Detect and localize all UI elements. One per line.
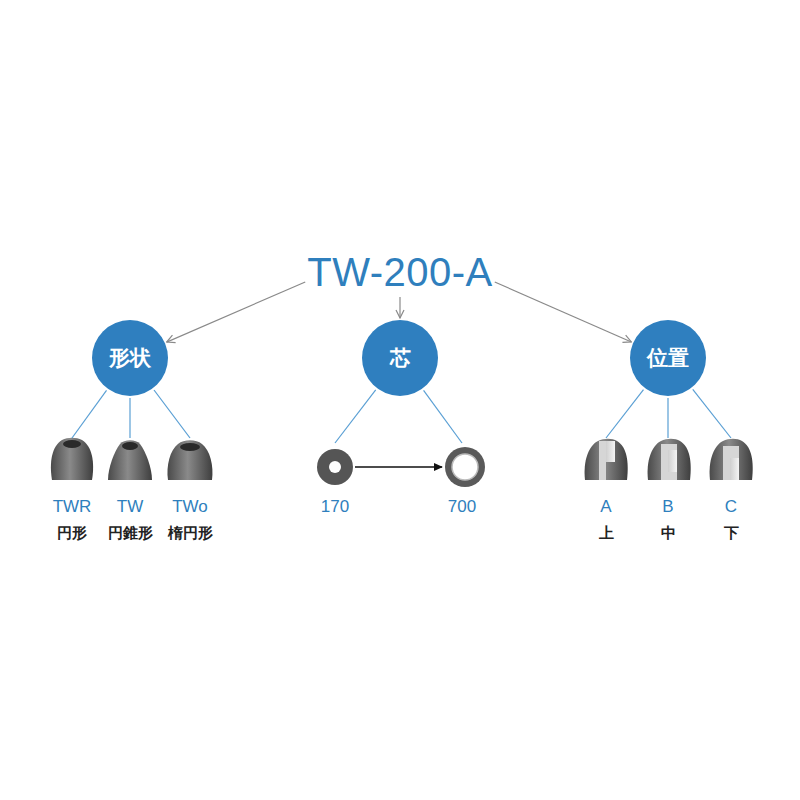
option-label: B中 bbox=[648, 438, 688, 544]
option-label: A上 bbox=[586, 438, 626, 544]
option-code: 芯 bbox=[390, 344, 411, 372]
option-name: 中 bbox=[648, 522, 688, 544]
eartip-cutaway-middle bbox=[648, 439, 691, 480]
branch-line bbox=[667, 398, 668, 438]
arrow-connector bbox=[399, 297, 400, 318]
arrow-connector bbox=[495, 282, 632, 342]
option-label: TW 円錐形 bbox=[108, 438, 153, 544]
option-label: 700 bbox=[442, 443, 482, 518]
option-code: TWo bbox=[168, 496, 213, 518]
option-name: 円錐形 bbox=[108, 522, 153, 544]
option-code: TWR bbox=[52, 496, 92, 518]
eartip-cone bbox=[108, 440, 152, 480]
eartip-oval bbox=[167, 440, 212, 480]
option-code: TW bbox=[108, 496, 153, 518]
branch-line bbox=[154, 390, 190, 438]
branch-line bbox=[424, 390, 462, 443]
title-label: TW-200-A bbox=[307, 249, 493, 295]
eartip-round bbox=[51, 438, 93, 480]
option-name: 楕円形 bbox=[168, 522, 213, 544]
eartip-cutaway-bottom bbox=[710, 439, 753, 480]
option-name: 円形 bbox=[52, 522, 92, 544]
option-code: TW-200-A bbox=[307, 249, 493, 295]
option-code: 形状 bbox=[109, 344, 151, 372]
option-label: C下 bbox=[711, 438, 751, 544]
option-code: 位置 bbox=[647, 344, 689, 372]
option-code: 170 bbox=[315, 496, 355, 518]
branch-line bbox=[72, 390, 107, 438]
option-name: 上 bbox=[586, 522, 626, 544]
core-ring-large bbox=[445, 447, 485, 487]
branch-line bbox=[335, 390, 376, 443]
category-circle: 位置 bbox=[630, 320, 706, 396]
option-code: C bbox=[711, 496, 751, 518]
branch-line bbox=[693, 389, 731, 438]
option-code: B bbox=[648, 496, 688, 518]
option-code: 700 bbox=[442, 496, 482, 518]
arrow-connector bbox=[167, 282, 306, 342]
category-circle: 形状 bbox=[92, 320, 168, 396]
option-name: 下 bbox=[711, 522, 751, 544]
option-label: TWo 楕円形 bbox=[168, 438, 213, 544]
category-circle: 芯 bbox=[362, 320, 438, 396]
branch-line bbox=[606, 390, 643, 438]
branch-line bbox=[129, 398, 130, 438]
option-code: A bbox=[586, 496, 626, 518]
option-label: 170 bbox=[315, 443, 355, 518]
option-label: TWR 円形 bbox=[52, 438, 92, 544]
core-ring-small bbox=[317, 449, 353, 485]
arrow-connector bbox=[355, 466, 442, 468]
eartip-cutaway-top bbox=[585, 439, 628, 480]
